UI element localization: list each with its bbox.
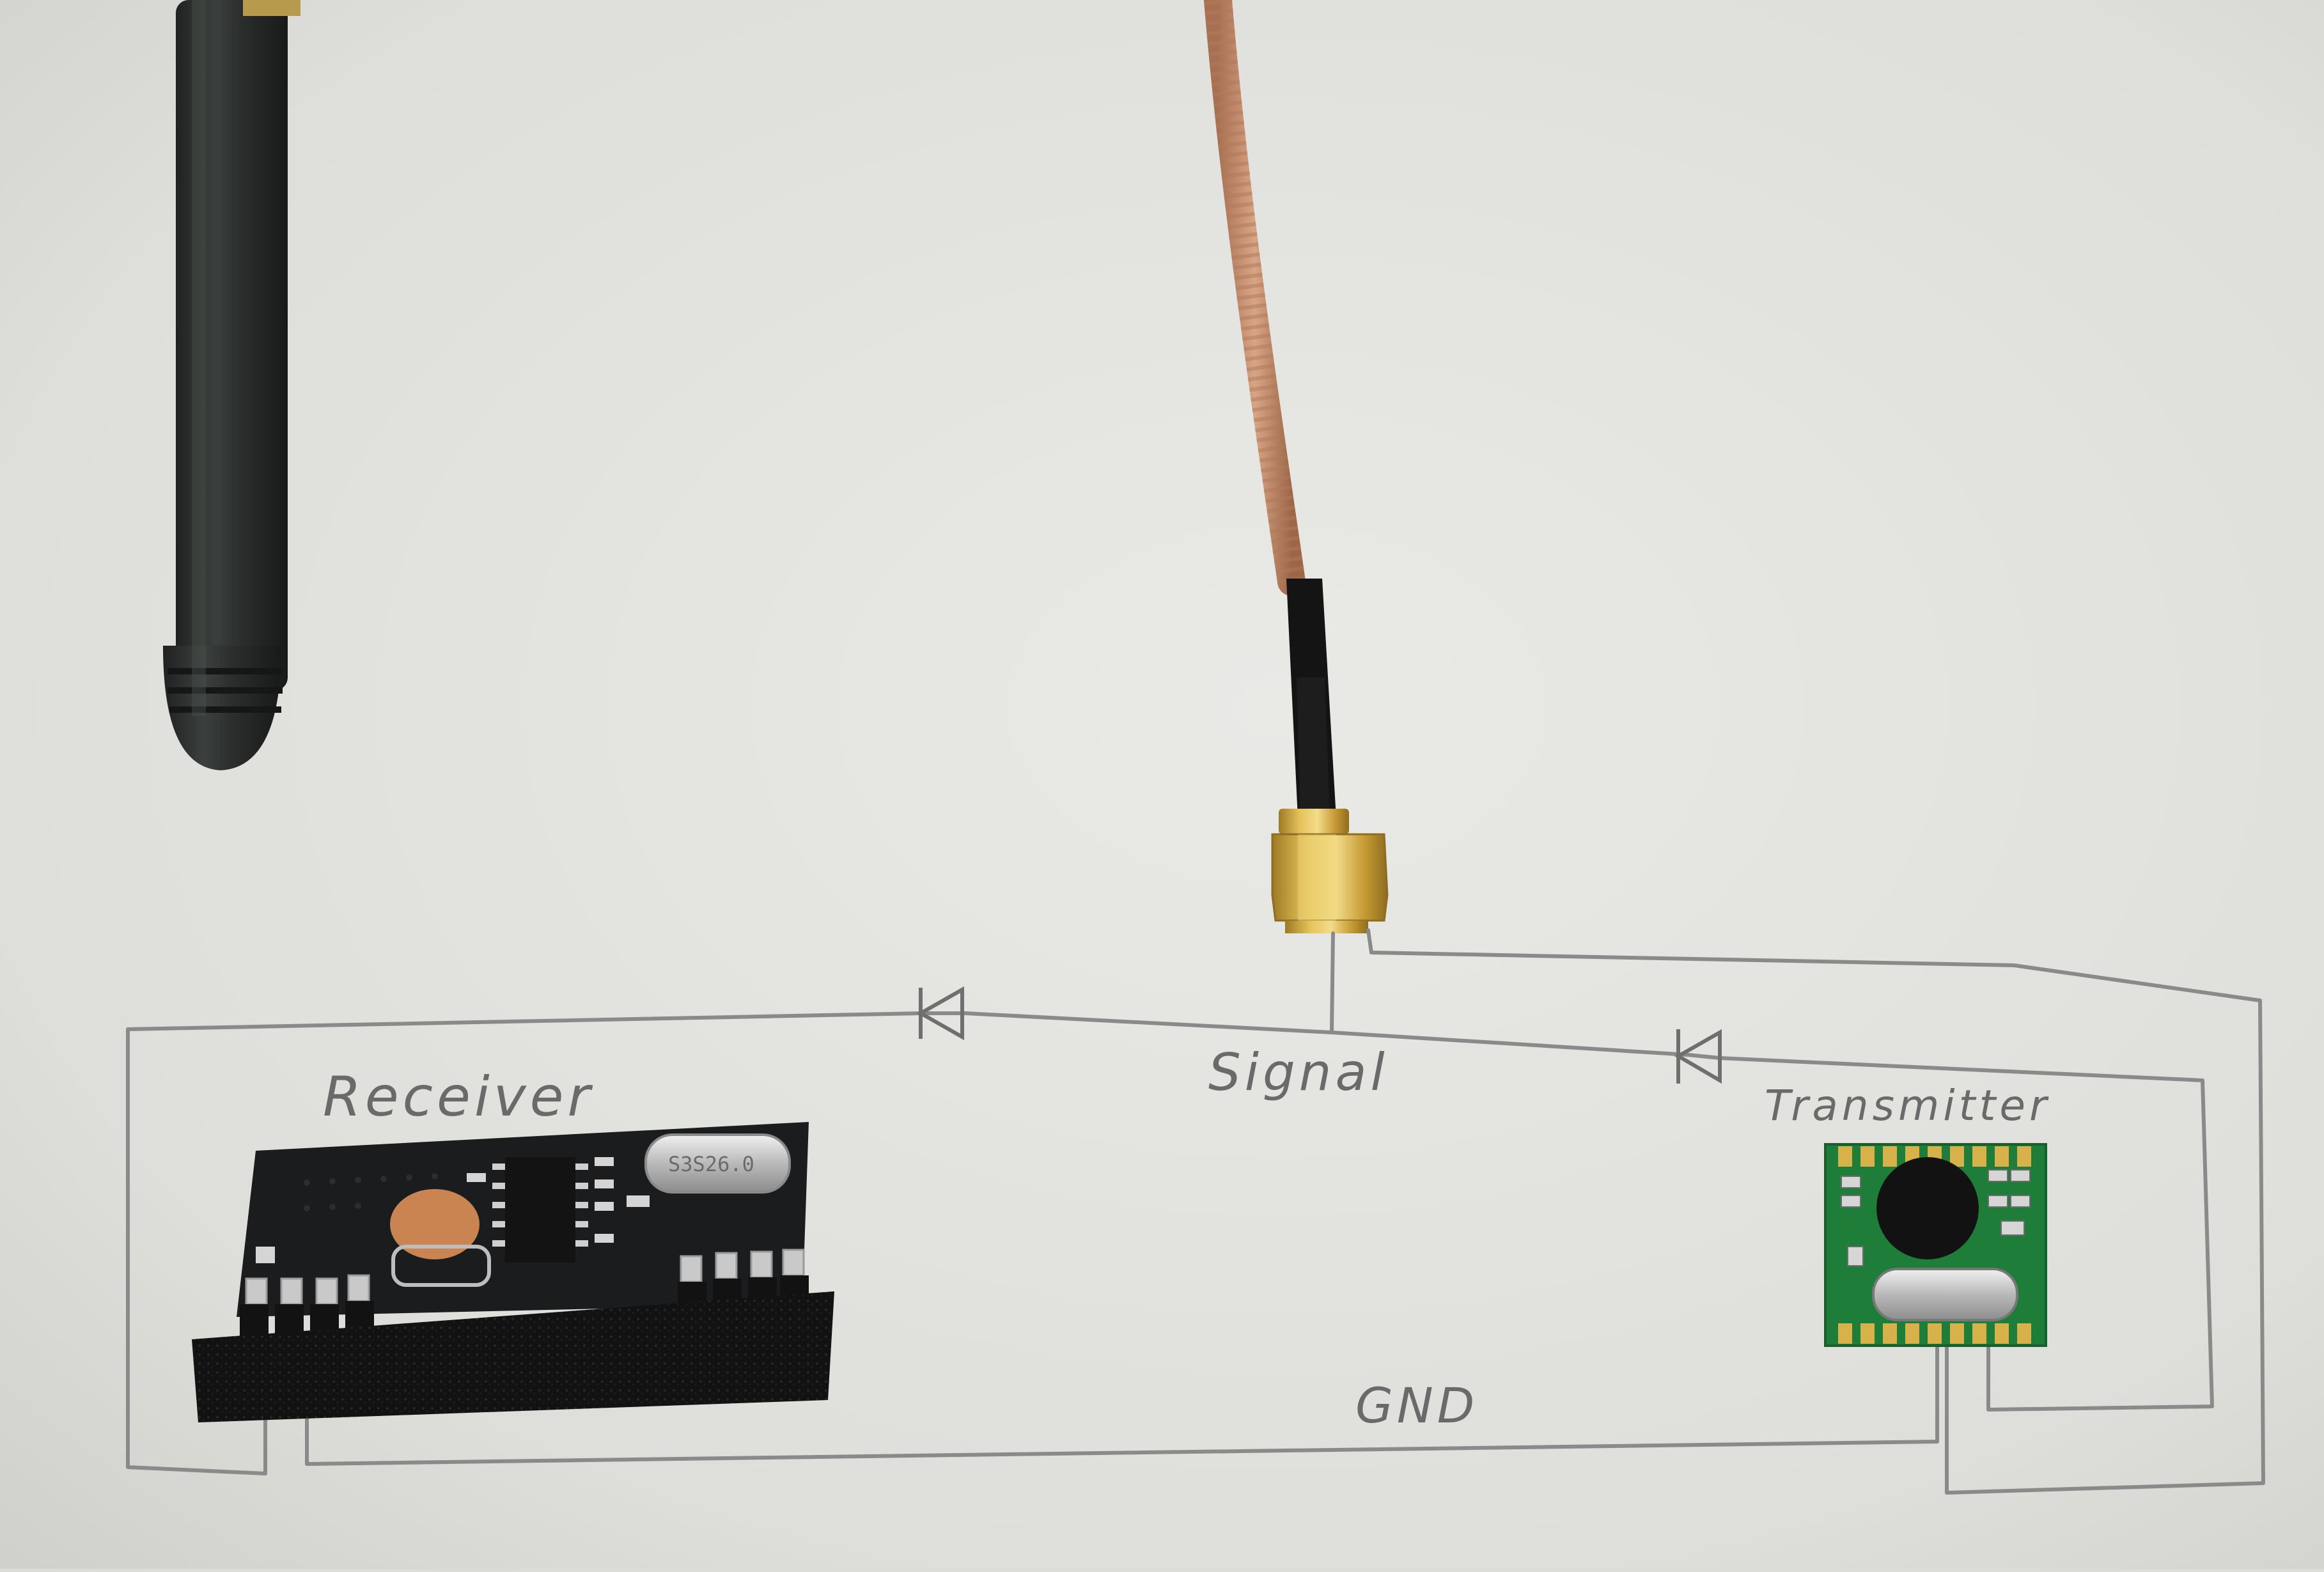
transmitter-label: Transmitter [1765,1081,2050,1130]
pencil-wiring [126,928,2265,1495]
gnd-label: GND [1355,1377,1478,1434]
receiver-label: Receiver [323,1065,594,1129]
transmitter-module [1824,1143,2047,1347]
sma-connector [1271,809,1389,933]
coax-cable [1204,0,1336,818]
receiver-module: S3S26.0 [192,1122,834,1422]
antenna [163,0,300,770]
diode-right-symbol [1674,1029,1722,1084]
crystal-marking: S3S26.0 [668,1152,754,1176]
diode-left-symbol [916,986,964,1041]
signal-label: Signal [1208,1043,1389,1102]
